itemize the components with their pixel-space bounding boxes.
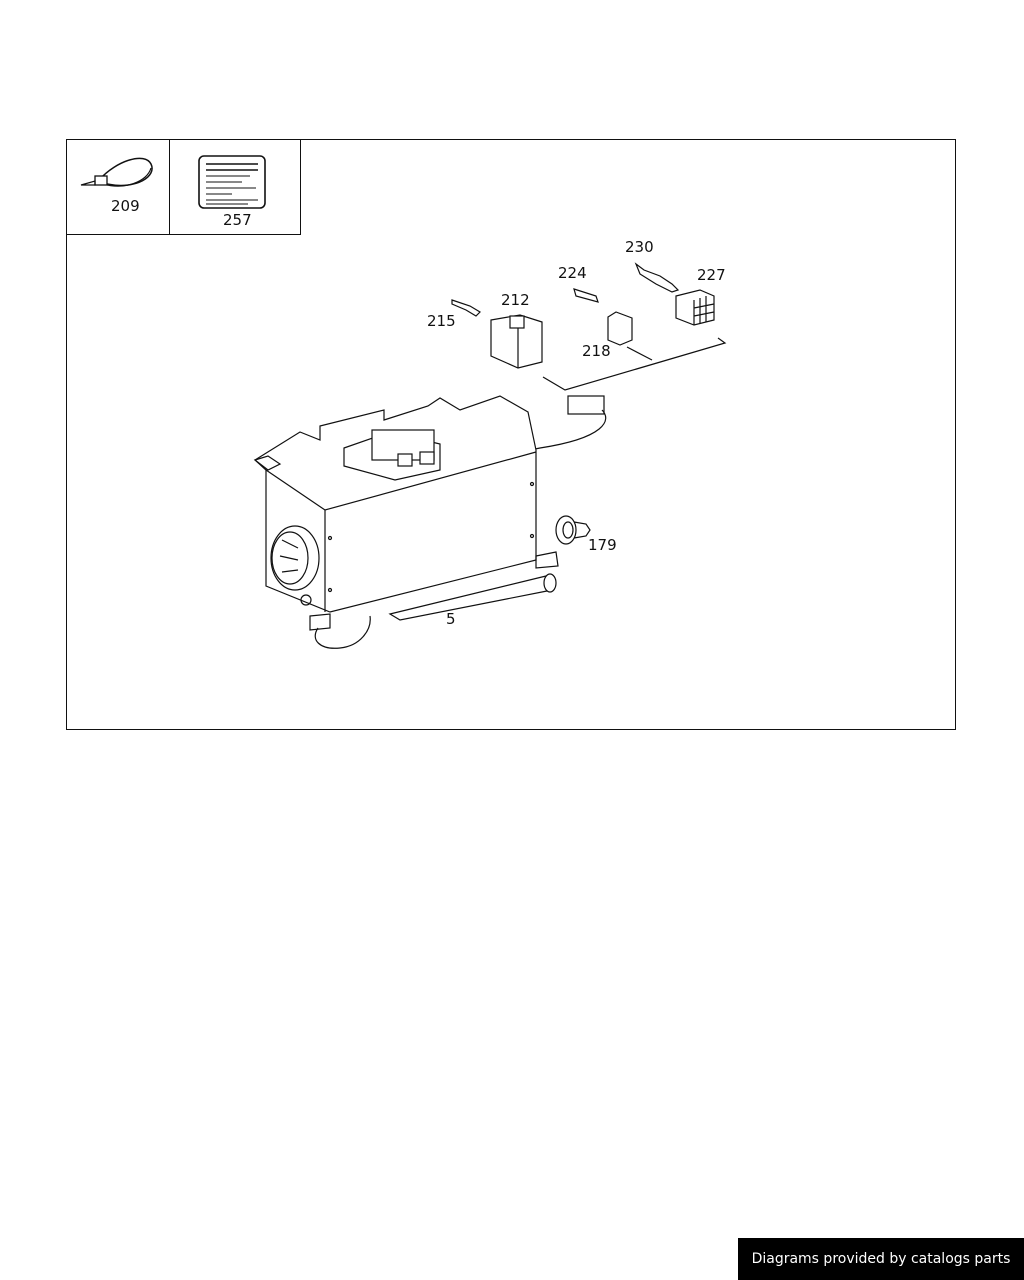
callout-224: 224 <box>558 264 587 282</box>
callout-212: 212 <box>501 291 530 309</box>
relay-212-icon <box>490 314 543 369</box>
callout-215: 215 <box>427 312 456 330</box>
callout-218: 218 <box>582 342 611 360</box>
callout-179: 179 <box>588 536 617 554</box>
legend-cell-257: 257 <box>169 139 301 235</box>
callout-227: 227 <box>697 266 726 284</box>
legend-cell-209: 209 <box>66 139 170 235</box>
diagram-frame <box>66 139 956 730</box>
label-plate-icon <box>198 155 266 209</box>
callout-230: 230 <box>625 238 654 256</box>
legend-part-number: 257 <box>223 211 252 229</box>
attribution-text: Diagrams provided by catalogs parts <box>751 1251 1011 1267</box>
attribution-banner: Diagrams provided by catalogs parts <box>738 1238 1024 1280</box>
callout-5: 5 <box>446 610 456 628</box>
cable-tie-icon <box>80 157 153 187</box>
legend-part-number: 209 <box>111 197 140 215</box>
